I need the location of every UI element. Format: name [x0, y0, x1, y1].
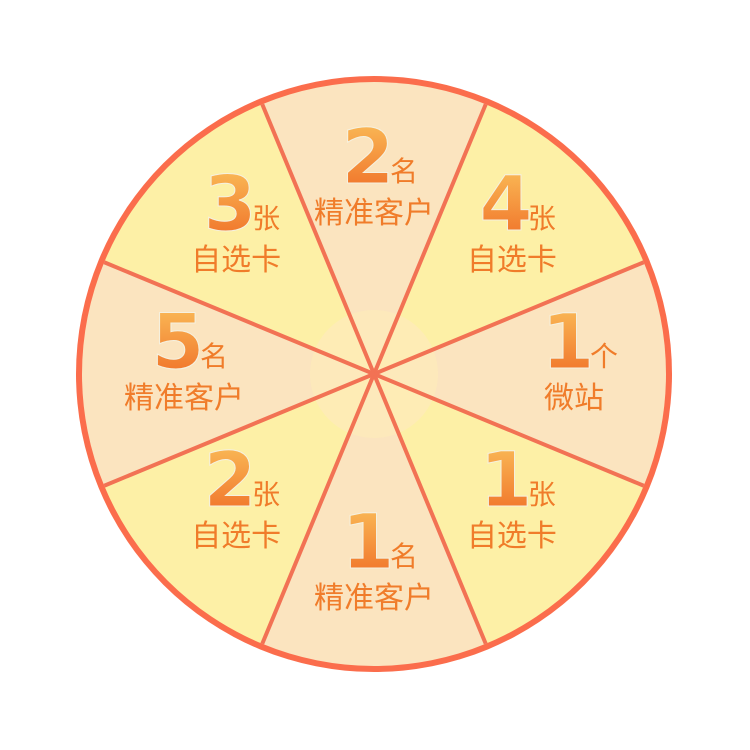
prize-amount: 1	[342, 497, 395, 586]
sector-divider	[103, 372, 375, 488]
prize-name: 自选卡	[467, 519, 557, 554]
prize-unit: 名	[390, 155, 418, 188]
wheel-sector	[82, 262, 374, 486]
wheel-sector	[262, 82, 486, 374]
sector-divider	[373, 372, 645, 488]
prize-name: 精准客户	[124, 381, 244, 416]
sector-divider	[260, 103, 376, 375]
prize-name: 微站	[544, 381, 604, 416]
wheel-sector	[374, 104, 644, 374]
wheel-sector	[374, 374, 644, 644]
prize-unit: 张	[252, 478, 280, 511]
wheel-sector	[104, 104, 374, 374]
prize-amount: 4	[479, 159, 532, 248]
wheel-dividers	[103, 103, 645, 645]
prize-amount: 1	[542, 297, 595, 386]
sector-divider	[103, 260, 375, 376]
sector-divider	[260, 373, 376, 645]
prize-unit: 张	[528, 478, 556, 511]
wheel-sector	[374, 262, 666, 486]
prize-amount: 5	[152, 297, 205, 386]
prize-unit: 张	[528, 202, 556, 235]
prize-name: 精准客户	[314, 581, 434, 616]
sector-divider	[372, 373, 488, 645]
prize-name: 自选卡	[191, 519, 281, 554]
wheel-sectors	[82, 82, 666, 666]
sector-divider	[373, 260, 645, 376]
prize-name: 自选卡	[467, 243, 557, 278]
wheel-sector	[262, 374, 486, 666]
wheel-sector	[104, 374, 374, 644]
prize-name: 精准客户	[314, 196, 434, 231]
prize-amount: 1	[479, 435, 532, 524]
prize-name: 自选卡	[191, 243, 281, 278]
prize-unit: 个	[590, 340, 618, 373]
sector-divider	[372, 103, 488, 375]
prize-amount: 2	[204, 435, 257, 524]
prize-unit: 张	[252, 202, 280, 235]
prize-unit: 名	[390, 540, 418, 573]
prize-amount: 2	[342, 112, 395, 201]
prize-unit: 名	[200, 340, 228, 373]
prize-amount: 3	[204, 159, 257, 248]
